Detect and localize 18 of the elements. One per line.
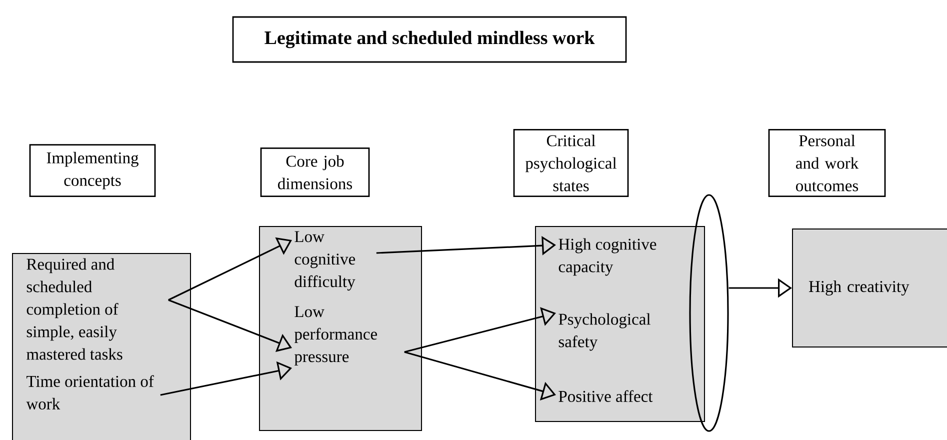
item-text: Low performance pressure [294, 306, 377, 366]
heading-box: Personal and work outcomes [768, 129, 886, 197]
arrow [168, 237, 292, 301]
heading-box: Critical psychological states [513, 129, 629, 197]
heading-box: Implementing concepts [29, 144, 156, 197]
outline-ellipse [689, 194, 729, 432]
panel-box [535, 226, 705, 422]
title-box: Legitimate and scheduled mindless work [232, 16, 627, 63]
outcome-box: High creativity [792, 228, 947, 348]
item-text: High cognitive capacity [558, 238, 656, 276]
item-text: Positive affect [558, 390, 653, 402]
panel-box [12, 253, 191, 440]
item-text: Psychological safety [558, 313, 650, 351]
item-text: Time orientation of work [26, 375, 154, 410]
heading-box: Core job dimensions [260, 148, 370, 197]
item-text: Low cognitive difficulty [294, 231, 356, 291]
item-text: Required and scheduled completion of simple, easily mastered tasks [26, 258, 122, 360]
panel-box [259, 226, 422, 431]
